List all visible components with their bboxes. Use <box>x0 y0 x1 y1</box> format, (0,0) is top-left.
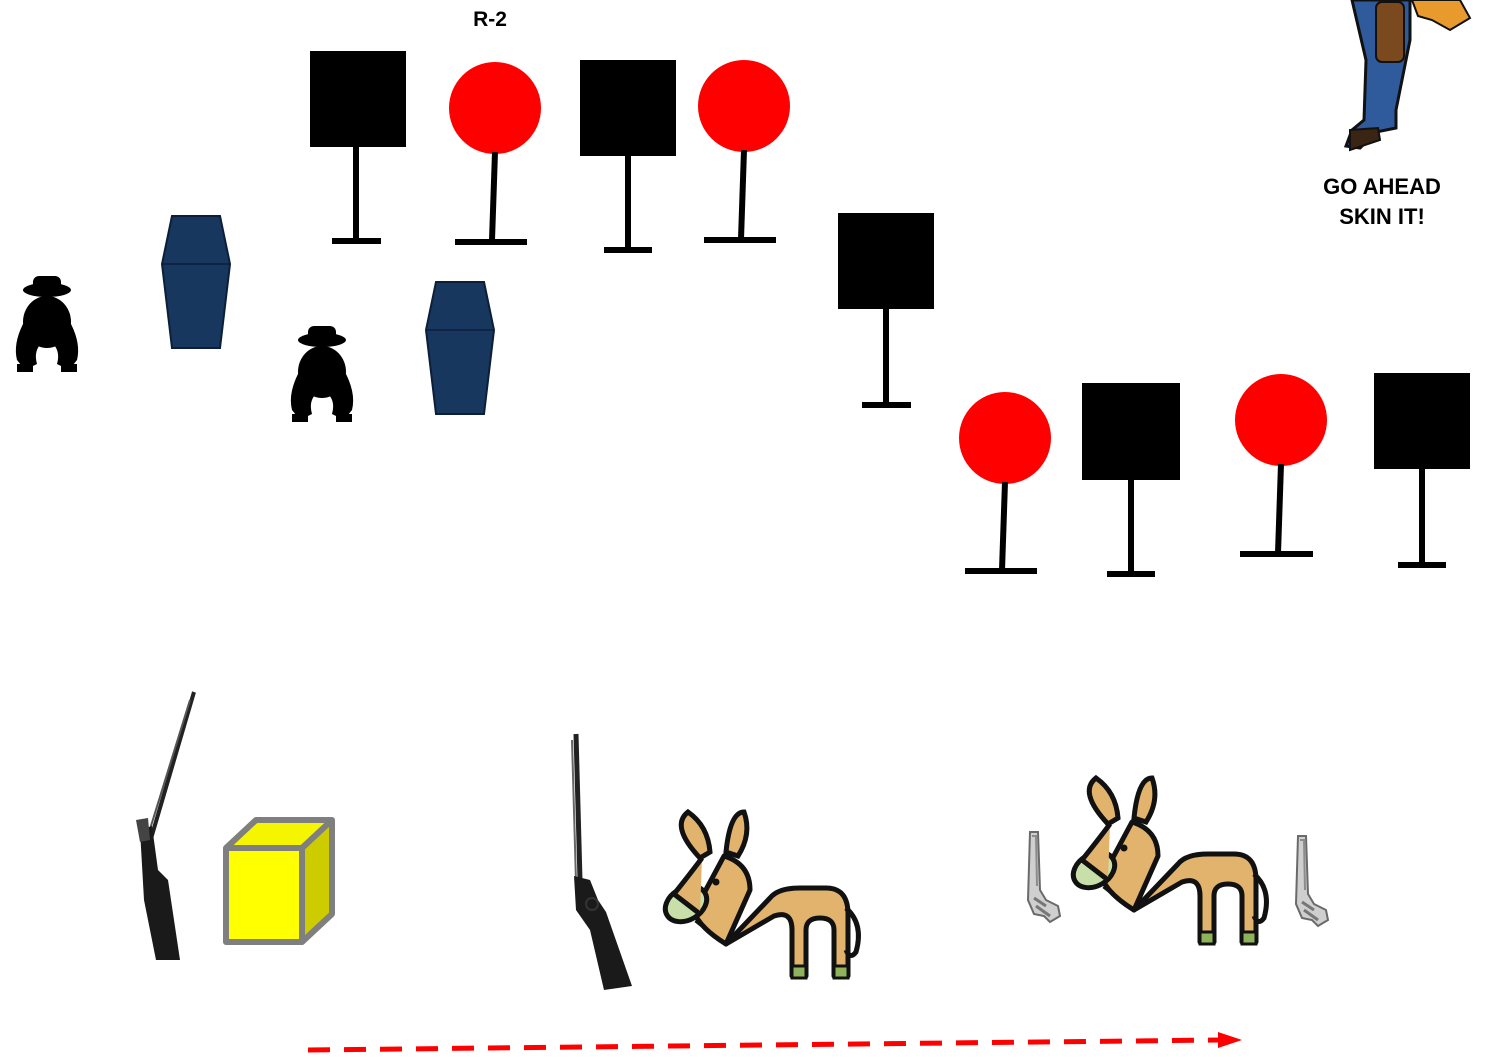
caption-line-1: GO AHEAD <box>1284 172 1480 202</box>
direction-arrow <box>308 1032 1242 1050</box>
bad-guy-icon <box>291 326 353 422</box>
caption-text: GO AHEAD SKIN IT! <box>1284 172 1480 232</box>
stage-title: R-2 <box>440 8 540 32</box>
rifle-icon <box>572 734 632 990</box>
barrel-icon <box>162 216 230 348</box>
popper-target-2 <box>698 60 790 240</box>
pistol-icon <box>1296 836 1328 926</box>
target-plate-4 <box>1082 383 1180 574</box>
target-plate-2 <box>580 60 676 250</box>
pistol-icon <box>1028 832 1060 922</box>
popper-target-1 <box>449 62 541 242</box>
popper-target-4 <box>1235 374 1327 554</box>
target-plate-1 <box>310 51 406 241</box>
mule-icon <box>1067 778 1267 944</box>
shotgun-icon <box>136 692 194 960</box>
mule-icon <box>659 812 859 978</box>
box-icon <box>226 820 332 942</box>
target-plate-3 <box>838 213 934 405</box>
popper-target-3 <box>959 392 1051 571</box>
cowboy-icon <box>1346 0 1470 150</box>
caption-line-2: SKIN IT! <box>1284 202 1480 232</box>
target-plate-5 <box>1374 373 1470 565</box>
barrel-icon <box>426 282 494 414</box>
bad-guy-icon <box>16 276 78 372</box>
